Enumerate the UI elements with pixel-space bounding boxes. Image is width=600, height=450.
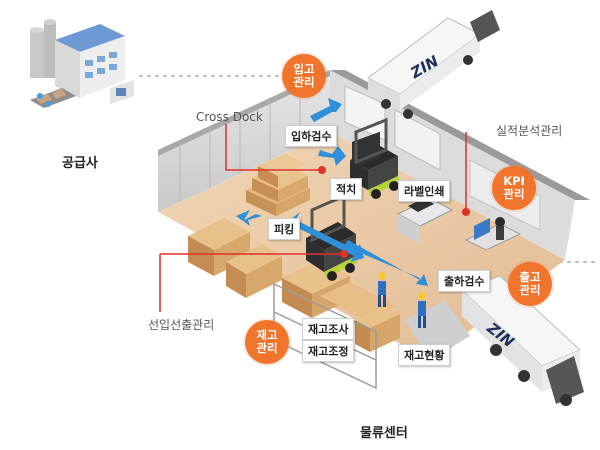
fifo-callout: 선입선출관리 [148,318,215,332]
truck-bottom [461,275,584,406]
truck-top [367,10,500,119]
outbound-badge: 출고관리 [508,262,552,306]
stock-survey-box: 재고조사 [302,318,355,340]
label-printer-station [396,197,454,244]
flow-arrows [236,98,428,286]
leader-lines [159,124,467,312]
leader-dots [318,166,470,258]
inventory-badge: 재고관리 [245,320,289,364]
picking-box: 피킹 [268,218,301,240]
kpi-badge-text: KPI관리 [503,174,525,201]
stock-status-box: 재고현황 [398,344,451,366]
inventory-badge-text: 재고관리 [256,328,278,355]
forklift-upper [350,117,400,199]
label-print-box: 라벨인쇄 [398,180,451,202]
kpi-badge: KPI관리 [492,166,536,210]
kpi-desk [464,217,522,251]
outbound-inspection-box: 출하검수 [438,270,491,292]
performance-callout: 실적분석관리 [496,124,563,138]
cross-dock-callout: Cross Dock [196,110,263,124]
workers [378,272,426,328]
inbound-badge: 입고관리 [282,54,326,98]
inbound-inspection-box: 입하검수 [285,125,338,147]
supplier-label: 공급사 [62,156,98,171]
putaway-box: 적치 [330,178,363,200]
center-label: 물류센터 [360,426,408,441]
supplier-factory [30,19,134,108]
stock-adjust-box: 재고조정 [302,340,355,362]
outbound-badge-text: 출고관리 [519,270,541,297]
inbound-badge-text: 입고관리 [293,62,315,89]
